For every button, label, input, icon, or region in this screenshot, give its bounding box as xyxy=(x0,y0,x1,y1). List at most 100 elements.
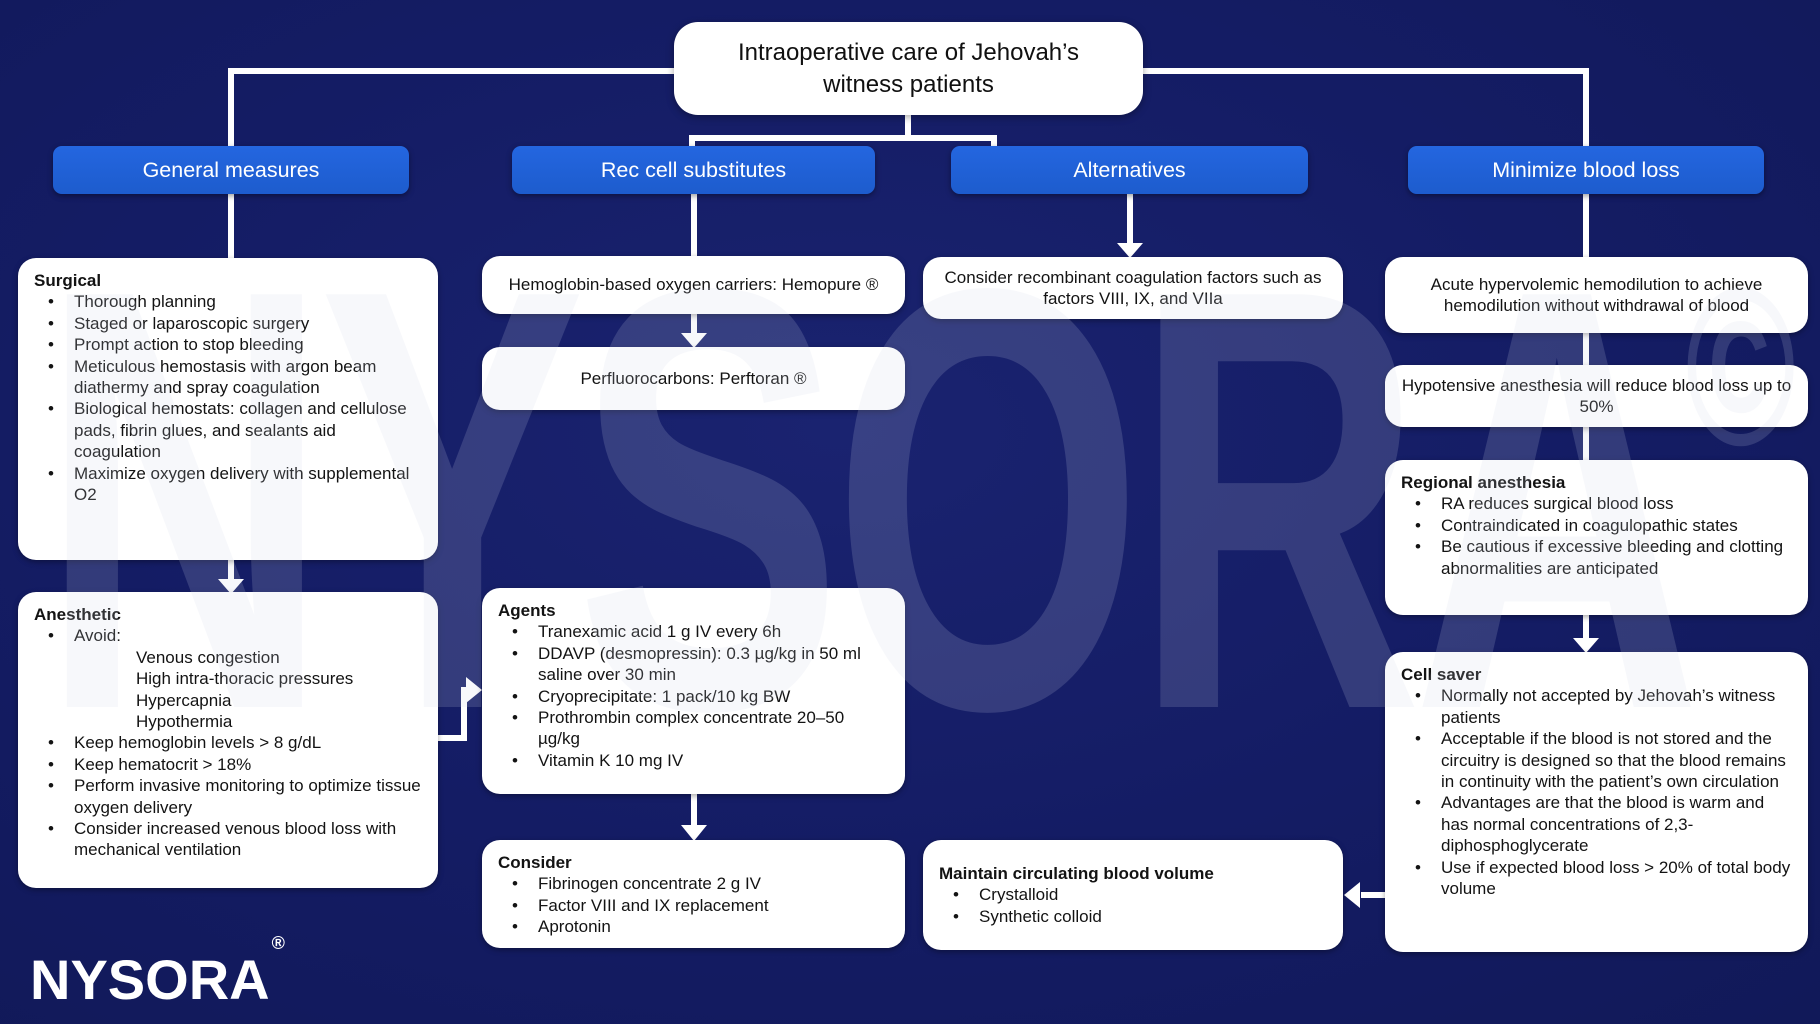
bullet-icon: • xyxy=(512,622,518,642)
bullet-icon: • xyxy=(512,686,518,706)
perfluorocarbons-box: Perfluorocarbons: Perftoran ® xyxy=(482,347,905,410)
bullet-list: • Avoid: Venous congestion High intra-th… xyxy=(34,625,422,732)
box-heading: Maintain circulating blood volume xyxy=(939,863,1214,883)
list-item: • RA reduces surgical blood loss xyxy=(1401,493,1792,514)
bullet-list: • Fibrinogen concentrate 2 g IV • Factor VI… xyxy=(498,873,889,937)
list-item-text: Factor VIII and IX replacement xyxy=(538,895,769,915)
list-item: • Factor VIII and IX replacement xyxy=(498,895,889,916)
list-item: • Use if expected blood loss > 20% of tot… xyxy=(1401,857,1792,900)
box-text: Hemoglobin-based oxygen carriers: Hemopu… xyxy=(508,275,879,295)
box-heading: Surgical xyxy=(34,271,102,290)
list-item-text: Keep hemoglobin levels > 8 g/dL xyxy=(74,733,322,753)
bullet-icon: • xyxy=(48,819,54,839)
list-item: • Cryoprecipitate: 1 pack/10 kg BW xyxy=(498,686,889,707)
list-item: • Crystalloid xyxy=(939,884,1327,905)
bullet-icon: • xyxy=(512,643,518,663)
list-item-text: Synthetic colloid xyxy=(979,906,1102,926)
box-text: Acute hypervolemic hemodilution to achie… xyxy=(1430,274,1763,315)
list-item-text: Vitamin K 10 mg IV xyxy=(538,750,684,770)
bullet-icon: • xyxy=(512,874,518,894)
registered-icon: ® xyxy=(271,933,285,954)
hemoglobin-carriers-box: Hemoglobin-based oxygen carriers: Hemopu… xyxy=(482,256,905,314)
avoid-sub-item: High intra-thoracic pressures xyxy=(136,669,354,689)
title-box: Intraoperative care of Jehovah’s witness… xyxy=(674,22,1143,115)
list-item-text: Maximize oxygen delivery with supplement… xyxy=(74,463,410,505)
list-item-text: Contraindicated in coagulopathic states xyxy=(1441,515,1738,535)
nysora-logo: NYSORA® xyxy=(30,934,285,1008)
surgical-box: Surgical • Thorough planning • Staged or la… xyxy=(18,258,438,560)
list-item: •Prompt action to stop bleeding xyxy=(34,334,422,355)
arrowhead-down-icon xyxy=(218,579,244,594)
list-item-text: Advantages are that the blood is warm an… xyxy=(1441,793,1765,856)
bullet-list: • RA reduces surgical blood loss • Contrain… xyxy=(1401,493,1792,579)
list-item-text: Biological hemostats: collagen and cellu… xyxy=(74,399,407,462)
list-item-text: Perform invasive monitoring to optimize … xyxy=(74,776,421,817)
list-item: •Prothrombin complex concentrate 20–50 µ… xyxy=(498,707,889,750)
arrowhead-right-icon xyxy=(466,677,482,703)
list-item-text: Fibrinogen concentrate 2 g IV xyxy=(538,874,762,894)
list-item-text: Staged or laparoscopic surgery xyxy=(74,313,310,333)
header-general-measures: General measures xyxy=(53,146,409,194)
box-heading: Anesthetic xyxy=(34,605,121,624)
list-item: • DDAVP (desmopressin): 0.3 µg/kg in 50 m… xyxy=(498,643,889,686)
list-item-text: Consider increased venous blood loss wit… xyxy=(74,819,397,860)
bullet-icon: • xyxy=(1415,857,1421,877)
consider-box: Consider •Fibrinogen concentrate 2 g IV•… xyxy=(482,840,905,948)
bullet-icon: • xyxy=(953,906,959,926)
bullet-icon: • xyxy=(48,313,54,333)
list-item: • Consider increased venous blood loss wi… xyxy=(34,818,422,861)
connector-inner-branch xyxy=(689,135,997,152)
box-heading: Regional anesthesia xyxy=(1401,473,1566,492)
bullet-list: • Thorough planning • Staged or laparoscopi… xyxy=(34,291,422,505)
bullet-list: • Tranexamic acid 1 g IV every 6h • DDAVP (… xyxy=(498,621,889,771)
list-item-text: Cryoprecipitate: 1 pack/10 kg BW xyxy=(538,686,791,706)
bullet-icon: • xyxy=(48,776,54,796)
bullet-icon: • xyxy=(1415,515,1421,535)
bullet-list: • Crystalloid • Synthetic colloid xyxy=(939,884,1327,927)
bullet-icon: • xyxy=(48,292,54,312)
list-item-text: Acceptable if the blood is not stored an… xyxy=(1441,729,1786,792)
list-item-text: Meticulous hemostasis with argon beam di… xyxy=(74,356,377,398)
list-item: •Vitamin K 10 mg IV xyxy=(498,750,889,771)
bullet-icon: • xyxy=(48,463,54,483)
header-label: Alternatives xyxy=(1073,157,1186,182)
list-item: • Perform invasive monitoring to optimize… xyxy=(34,775,422,818)
bullet-icon: • xyxy=(48,733,54,753)
list-item: •Aprotonin xyxy=(498,916,889,937)
bullet-icon: • xyxy=(1415,729,1421,749)
list-item-text: DDAVP (desmopressin): 0.3 µg/kg in 50 ml… xyxy=(538,643,861,685)
bullet-list: • Keep hemoglobin levels > 8 g/dL • Keep he… xyxy=(34,732,422,860)
arrowhead-down-icon xyxy=(681,825,707,841)
bullet-icon: • xyxy=(953,885,959,905)
list-item-text: Keep hematocrit > 18% xyxy=(74,754,252,774)
header-label: General measures xyxy=(142,157,320,182)
list-item-text: RA reduces surgical blood loss xyxy=(1441,494,1674,514)
list-item-text: Prothrombin complex concentrate 20–50 µg… xyxy=(538,708,845,749)
avoid-sub-item: Hypothermia xyxy=(136,712,233,732)
list-item: • Thorough planning xyxy=(34,291,422,312)
list-item: • Staged or laparoscopic surgery xyxy=(34,313,422,334)
arrowhead-down-icon xyxy=(681,333,707,348)
cell-saver-box: Cell saver •Normally not accepted by Jeh… xyxy=(1385,652,1808,952)
list-item: •Biological hemostats: collagen and cell… xyxy=(34,398,422,462)
recombinant-factors-box: Consider recombinant coagulation factors… xyxy=(923,257,1343,319)
avoid-label: Avoid: xyxy=(74,626,121,646)
bullet-icon: • xyxy=(48,754,54,774)
bullet-icon: • xyxy=(48,626,54,646)
bullet-icon: • xyxy=(512,895,518,915)
list-item-text: Thorough planning xyxy=(74,292,216,312)
list-item: • Synthetic colloid xyxy=(939,906,1327,927)
bullet-icon: • xyxy=(1415,793,1421,813)
list-item-text: Crystalloid xyxy=(979,885,1059,905)
arrowhead-down-icon xyxy=(1573,638,1599,653)
list-item: • Maximize oxygen delivery with supplemen… xyxy=(34,463,422,506)
box-text: Consider recombinant coagulation factors… xyxy=(944,267,1322,308)
list-item-text: Use if expected blood loss > 20% of tota… xyxy=(1441,857,1791,899)
page-title: Intraoperative care of Jehovah’s witness… xyxy=(737,39,1080,98)
bullet-icon: • xyxy=(1415,537,1421,557)
list-item-text: Tranexamic acid 1 g IV every 6h xyxy=(538,622,782,642)
bullet-icon: • xyxy=(48,356,54,376)
box-text: Hypotensive anesthesia will reduce blood… xyxy=(1401,375,1792,416)
bullet-icon: • xyxy=(1415,494,1421,514)
